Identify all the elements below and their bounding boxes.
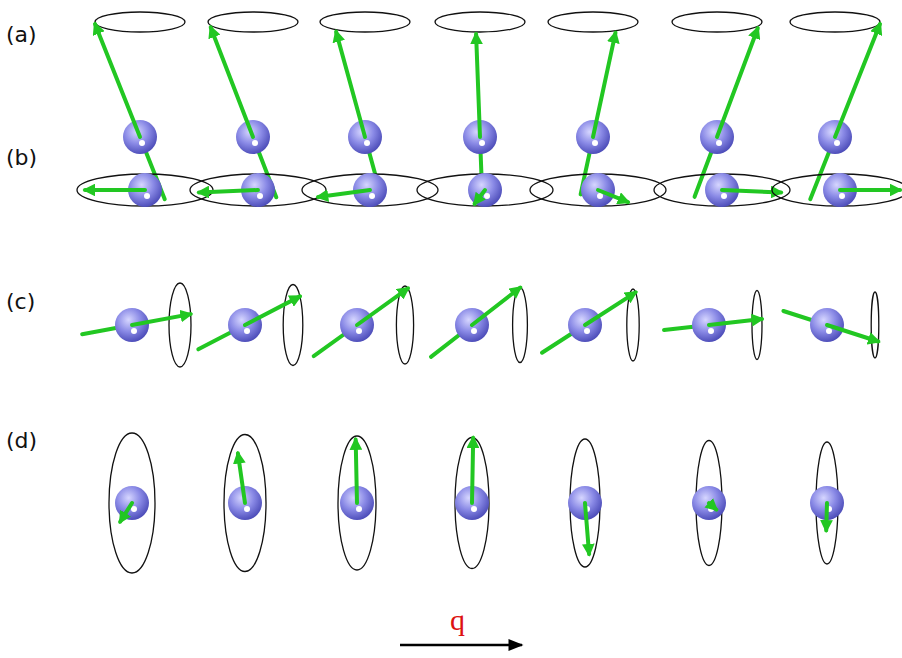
atom-highlight <box>721 193 727 199</box>
spin-arrow <box>238 453 245 503</box>
precession-ellipse <box>77 174 213 206</box>
atom-highlight <box>356 328 362 334</box>
spin-arrow <box>95 24 140 137</box>
precession-ellipse <box>548 12 638 32</box>
atom-highlight <box>244 328 250 334</box>
spin-arrow <box>356 440 357 503</box>
precession-ellipse <box>417 174 553 206</box>
precession-ellipse <box>654 174 790 206</box>
spin-arrow <box>472 438 473 503</box>
atom-highlight <box>364 140 370 146</box>
atom-highlight <box>834 140 840 146</box>
atom-highlight <box>716 140 722 146</box>
precession-ellipse <box>169 283 191 367</box>
precession-ellipse <box>530 174 666 206</box>
atom-highlight <box>144 193 150 199</box>
panel-label: (d) <box>6 428 37 453</box>
wavevector-label: q <box>450 603 465 637</box>
spin-arrow <box>199 190 258 192</box>
atom-highlight <box>597 193 603 199</box>
atom-highlight <box>826 328 832 334</box>
precession-ellipse <box>455 438 489 569</box>
precession-ellipse <box>396 286 413 364</box>
atom-highlight <box>131 328 137 334</box>
spin-arrow <box>336 32 365 137</box>
precession-ellipse <box>790 12 880 32</box>
atom-highlight <box>592 140 598 146</box>
atom-highlight <box>584 328 590 334</box>
atom-highlight <box>839 193 845 199</box>
atom-highlight <box>252 140 258 146</box>
precession-ellipse <box>208 12 298 32</box>
atom-sphere <box>692 486 726 520</box>
spin-arrow <box>475 190 485 204</box>
atom-sphere <box>468 173 502 207</box>
spin-arrow <box>709 319 762 325</box>
spin-arrow <box>585 503 589 554</box>
atom-highlight <box>471 506 477 512</box>
spin-arrow <box>357 288 408 325</box>
spin-arrow <box>840 188 900 192</box>
precession-ellipse <box>320 12 410 32</box>
panel-label: (b) <box>6 145 37 170</box>
atom-highlight <box>369 193 375 199</box>
spin-arrow <box>211 27 253 137</box>
precession-ellipse <box>513 288 528 363</box>
precession-ellipse <box>871 292 879 358</box>
spin-arrow <box>245 296 300 325</box>
precession-ellipse <box>190 174 326 206</box>
spin-arrow <box>717 28 758 137</box>
precession-ellipse <box>672 12 762 32</box>
precession-ellipse <box>772 174 902 206</box>
precession-ellipse <box>752 291 762 360</box>
wavevector-arrow <box>400 644 522 647</box>
precession-ellipse <box>95 12 185 32</box>
spin-arrow <box>593 33 616 137</box>
atom-highlight <box>484 193 490 199</box>
spin-arrow <box>120 503 132 522</box>
precession-ellipse <box>338 436 376 570</box>
spin-arrow <box>827 325 878 342</box>
atom-highlight <box>708 328 714 334</box>
atom-highlight <box>356 506 362 512</box>
spin-arrow <box>318 190 370 197</box>
atom-highlight <box>139 140 145 146</box>
precession-ellipse <box>627 289 639 361</box>
spin-arrow <box>472 288 520 325</box>
spin-arrow <box>585 292 636 325</box>
atom-highlight <box>479 140 485 146</box>
spin-arrow <box>132 314 191 325</box>
precession-ellipse <box>435 12 525 32</box>
precession-ellipse <box>109 433 155 573</box>
spin-arrow <box>824 503 829 530</box>
spin-arrow <box>709 503 716 510</box>
panel-label: (c) <box>6 289 35 314</box>
spin-arrow <box>85 188 145 192</box>
spin-arrow <box>476 34 480 137</box>
atom-highlight <box>244 506 250 512</box>
panel-label: (a) <box>6 22 37 47</box>
atom-highlight <box>471 328 477 334</box>
precession-ellipse <box>224 435 266 572</box>
spin-arrow <box>835 24 880 137</box>
atom-highlight <box>257 193 263 199</box>
spin-arrow <box>598 190 628 202</box>
